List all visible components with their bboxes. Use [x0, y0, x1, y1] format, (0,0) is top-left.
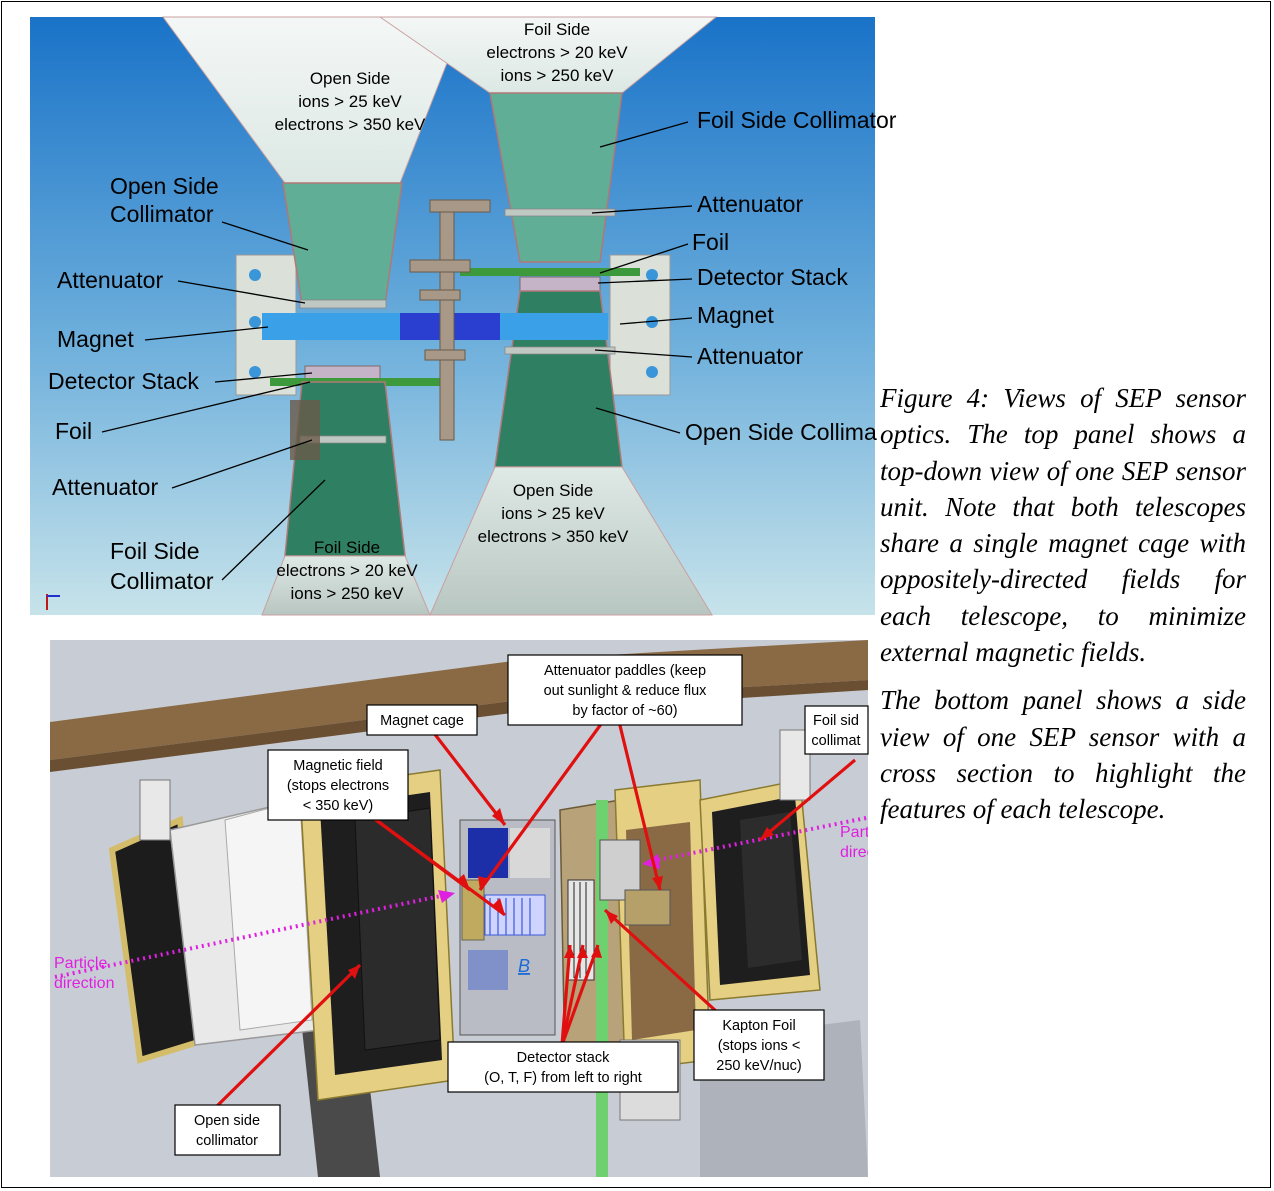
axis-triad-icon	[46, 594, 60, 610]
label-foil-side-collimator-2: Collimator	[110, 568, 214, 594]
callout-foil-side-collimator-1: Foil sid	[813, 713, 859, 729]
label-attenuator-left-1: Attenuator	[57, 267, 163, 293]
foil-side-bottom-line2: electrons > 20 keV	[276, 561, 418, 580]
callout-open-side-collimator-1: Open side	[194, 1113, 260, 1129]
particle-direction-right-2: direc	[840, 844, 875, 861]
callout-kapton-foil-3: 250 keV/nuc)	[716, 1058, 801, 1074]
foil-side-bottom-line3: ions > 250 keV	[291, 584, 405, 603]
label-open-side-collimator-1: Open Side	[110, 173, 219, 199]
open-side-bottom-line3: electrons > 350 keV	[478, 527, 629, 546]
callout-kapton-foil-1: Kapton Foil	[722, 1018, 795, 1034]
figure-caption: Figure 4: Views of SEP sensor optics. Th…	[880, 380, 1246, 840]
particle-direction-left-2: direction	[54, 975, 114, 992]
right-foil-side-collimator	[489, 92, 623, 263]
label-magnet-left: Magnet	[57, 326, 134, 352]
magnetic-field-b-label: B	[518, 956, 530, 976]
callout-detector-stack-1: Detector stack	[517, 1050, 610, 1066]
open-side-bottom-line1: Open Side	[513, 481, 593, 500]
foil-side-top-line2: electrons > 20 keV	[486, 43, 628, 62]
callout-attenuator-paddles-1: Attenuator paddles (keep	[544, 663, 706, 679]
callout-attenuator-paddles-3: by factor of ~60)	[572, 703, 677, 719]
callout-magnetic-field-1: Magnetic field	[293, 758, 382, 774]
bottom-panel-diagram: B Particle direction Parti direc Magnet …	[50, 640, 875, 1177]
callout-magnetic-field-2: (stops electrons	[287, 778, 389, 794]
caption-paragraph-2: The bottom panel shows a side view of on…	[880, 685, 1246, 825]
label-detector-stack-left: Detector Stack	[48, 368, 199, 394]
callout-foil-side-collimator-2: collimat	[811, 733, 860, 749]
callout-magnet-cage: Magnet cage	[380, 713, 464, 729]
label-foil-side-collimator-1: Foil Side	[110, 538, 199, 564]
open-side-top-line3: electrons > 350 keV	[275, 115, 426, 134]
label-foil-side-collimator-right: Foil Side Collimator	[697, 107, 897, 133]
label-open-side-collimator-2: Collimator	[110, 201, 214, 227]
particle-direction-right-1: Parti	[840, 824, 873, 841]
callout-magnetic-field-3: < 350 keV)	[303, 798, 374, 814]
callout-attenuator-paddles-2: out sunlight & reduce flux	[544, 683, 708, 699]
label-attenuator-left-2: Attenuator	[52, 474, 158, 500]
open-side-top-line1: Open Side	[310, 69, 390, 88]
particle-path-right	[647, 816, 867, 864]
callout-detector-stack-2: (O, T, F) from left to right	[484, 1070, 642, 1086]
particle-direction-left-1: Particle	[54, 955, 107, 972]
foil-side-top-line3: ions > 250 keV	[501, 66, 615, 85]
caption-paragraph-1: Figure 4: Views of SEP sensor optics. Th…	[880, 383, 1246, 668]
right-mount-plate	[609, 254, 671, 396]
right-open-side-cone	[429, 466, 713, 616]
callout-open-side-collimator-2: collimator	[196, 1133, 258, 1149]
label-detector-stack-right: Detector Stack	[697, 264, 848, 290]
open-side-bottom-line2: ions > 25 keV	[501, 504, 605, 523]
particle-path-left	[54, 892, 451, 979]
callout-kapton-foil-2: (stops ions <	[718, 1038, 801, 1054]
foil-side-bottom-line1: Foil Side	[314, 538, 380, 557]
label-foil-left: Foil	[55, 418, 92, 444]
right-attenuator-lower	[504, 346, 616, 355]
label-foil-right: Foil	[692, 229, 729, 255]
left-attenuator	[299, 299, 387, 309]
foil-side-top-line1: Foil Side	[524, 20, 590, 39]
label-attenuator-right-2: Attenuator	[697, 343, 803, 369]
label-attenuator-right-1: Attenuator	[697, 191, 803, 217]
label-open-side-collimator-right: Open Side Collima	[685, 419, 877, 445]
top-panel-diagram: Open Side ions > 25 keV electrons > 350 …	[30, 16, 897, 616]
label-magnet-right: Magnet	[697, 302, 774, 328]
right-attenuator	[504, 208, 616, 217]
open-side-top-line2: ions > 25 keV	[298, 92, 402, 111]
